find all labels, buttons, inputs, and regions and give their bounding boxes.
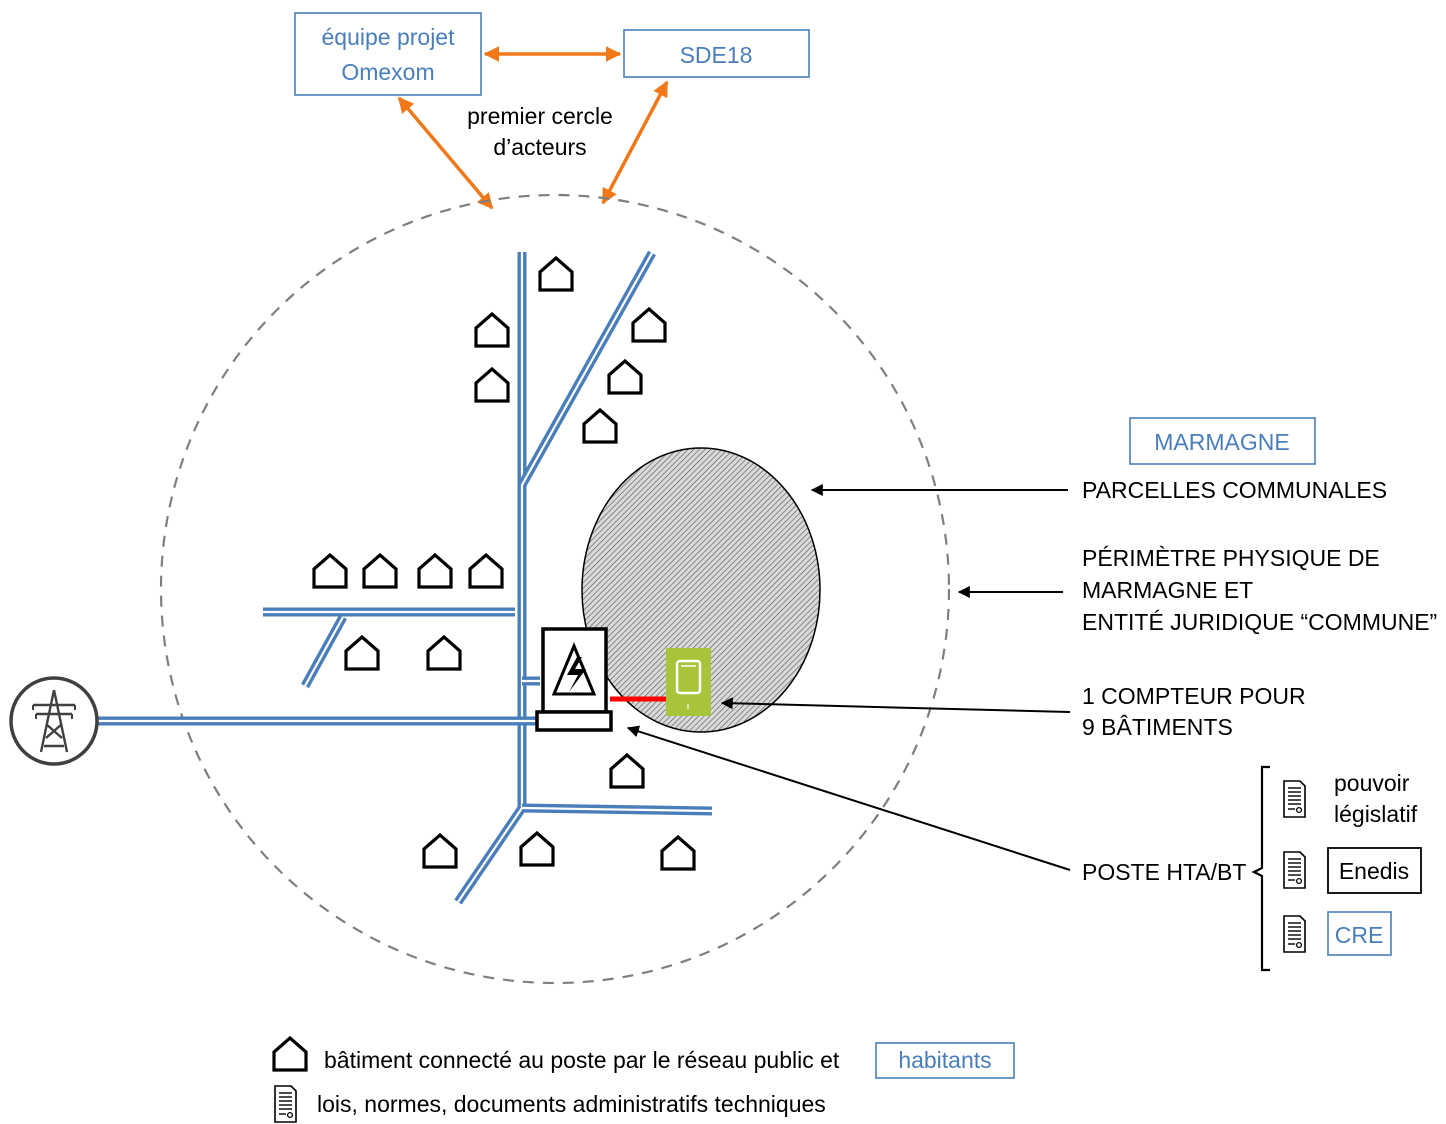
legend: bâtiment connecté au poste par le réseau…	[272, 1036, 1015, 1123]
house-icon	[519, 831, 555, 867]
cre-label: CRE	[1335, 922, 1384, 948]
legend-document-text: lois, normes, documents administratifs t…	[317, 1091, 826, 1117]
omexom-label-line1: équipe projet	[322, 24, 456, 50]
sde18-label: SDE18	[680, 42, 753, 68]
pouvoir-label-line2: législatif	[1334, 801, 1418, 827]
enedis-label: Enedis	[1339, 858, 1409, 884]
document-icon	[274, 1085, 297, 1123]
sde18-box: SDE18	[623, 29, 810, 78]
house-icon	[474, 367, 510, 403]
marmagne-label: MARMAGNE	[1154, 429, 1289, 455]
legend-habitants-label: habitants	[898, 1047, 991, 1073]
commune-perimeter	[159, 193, 951, 985]
arrow-compteur	[720, 697, 1071, 713]
house-icon	[468, 553, 504, 589]
first-circle-label-line2: d’acteurs	[493, 134, 586, 160]
legend-building-text: bâtiment connecté au poste par le réseau…	[324, 1047, 840, 1073]
omexom-label-line2: Omexom	[341, 59, 434, 85]
house-icon	[344, 635, 380, 671]
arrow-omexom-circle	[397, 96, 494, 210]
house-icon	[272, 1036, 308, 1072]
house-icon	[607, 359, 643, 395]
meter-icon	[666, 648, 711, 716]
house-icon	[426, 635, 462, 671]
substation-icon	[535, 627, 613, 732]
road-network	[98, 250, 713, 905]
perimetre-label-line1: PÉRIMÈTRE PHYSIQUE DE	[1082, 545, 1380, 571]
house-icon	[422, 833, 458, 869]
house-icon	[582, 408, 618, 444]
communal-parcels-area	[581, 447, 821, 733]
perimetre-label-line3: ENTITÉ JURIDIQUE “COMMUNE”	[1082, 609, 1437, 635]
perimetre-label-line2: MARMAGNE ET	[1082, 577, 1253, 603]
arrow-poste	[626, 725, 1071, 871]
arrow-sde18-circle	[601, 80, 669, 205]
omexom-box: équipe projet Omexom	[294, 12, 482, 96]
house-icon	[312, 553, 348, 589]
house-icon	[609, 753, 645, 789]
parcelles-label: PARCELLES COMMUNALES	[1082, 477, 1387, 503]
marmagne-box: MARMAGNE	[1129, 417, 1316, 465]
house-icon	[474, 312, 510, 348]
compteur-label-line2: 9 BÂTIMENTS	[1082, 714, 1233, 740]
house-icon	[362, 553, 398, 589]
enedis-box: Enedis	[1327, 847, 1422, 894]
house-icon	[660, 835, 696, 871]
first-circle-label-line1: premier cercle	[467, 103, 613, 129]
compteur-label-line1: 1 COMPTEUR POUR	[1082, 683, 1306, 709]
house-icon	[538, 256, 574, 292]
document-icon	[1283, 780, 1306, 818]
poste-label: POSTE HTA/BT	[1082, 859, 1246, 885]
pouvoir-label-line1: pouvoir	[1334, 770, 1410, 796]
cre-box: CRE	[1327, 911, 1392, 956]
transmission-pylon-icon	[9, 676, 99, 766]
document-icon	[1283, 851, 1306, 889]
regulators-bracket	[1251, 765, 1270, 972]
document-icon	[1283, 915, 1306, 953]
house-icon	[417, 553, 453, 589]
house-icon	[631, 307, 667, 343]
